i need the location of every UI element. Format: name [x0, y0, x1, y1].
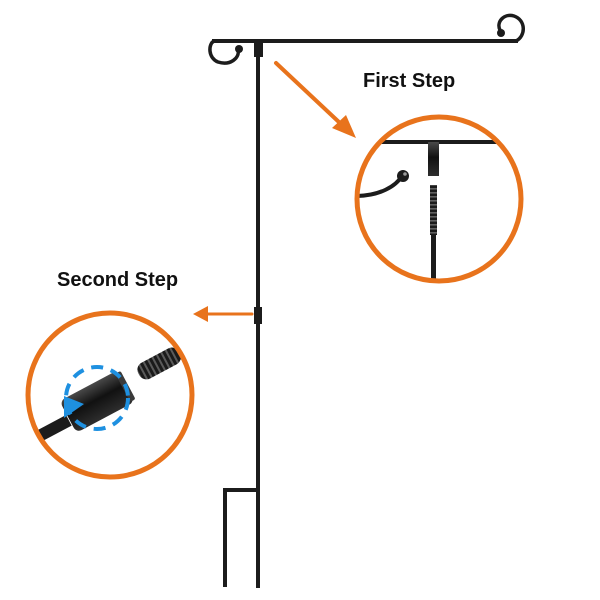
top-connector [254, 41, 263, 57]
pole-lower [256, 322, 260, 588]
pole-upper [256, 55, 260, 310]
right-curl [497, 13, 525, 43]
flag-stand [208, 13, 525, 588]
first-step-detail [354, 114, 524, 284]
first-step-label: First Step [363, 70, 456, 92]
top-arm [212, 39, 518, 43]
right-curl-ball [497, 29, 505, 37]
ground-stake [223, 488, 258, 587]
left-curl [208, 39, 240, 65]
second-step-detail [25, 310, 195, 480]
left-curl-ball [235, 45, 243, 53]
first-step-arrow [274, 61, 356, 138]
second-step-label: Second Step [57, 269, 179, 291]
second-step-arrow [193, 306, 254, 322]
middle-connector [254, 307, 262, 324]
rotation-indicator-icon [64, 365, 130, 431]
